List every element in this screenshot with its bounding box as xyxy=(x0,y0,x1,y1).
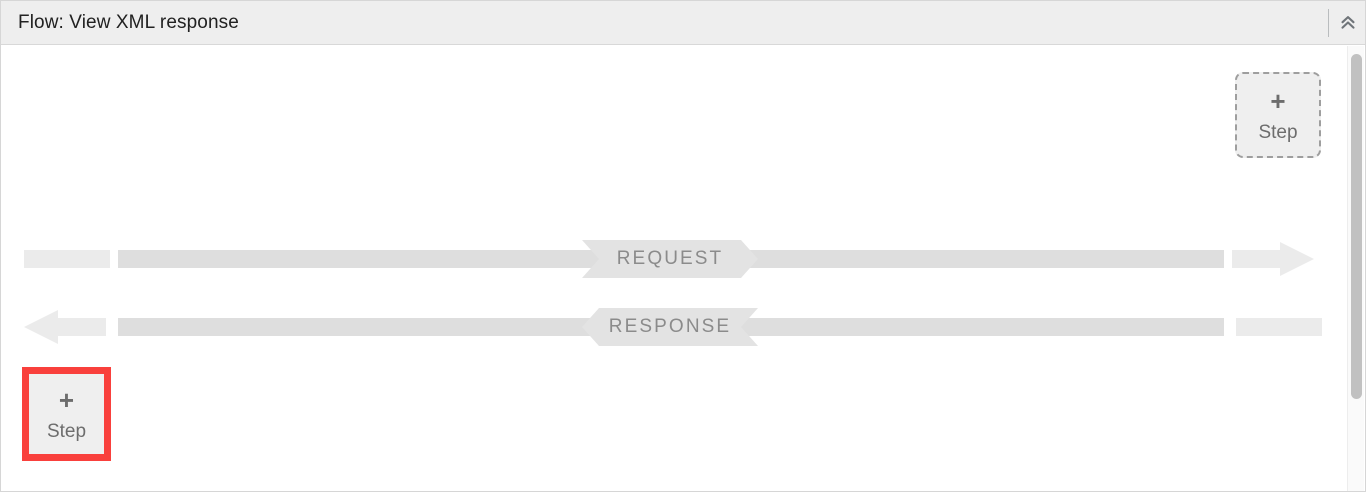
flow-canvas: + Step REQUEST xyxy=(2,45,1332,491)
add-step-surface: + Step xyxy=(29,374,104,454)
add-step-button-top-right[interactable]: + Step xyxy=(1235,72,1321,158)
double-chevron-up-icon xyxy=(1338,13,1358,33)
add-step-button-bottom-left[interactable]: + Step xyxy=(22,367,111,461)
add-step-surface: + Step xyxy=(1235,72,1321,158)
collapse-panel-button[interactable] xyxy=(1329,1,1365,44)
add-step-label: Step xyxy=(46,421,87,442)
flow-header: Flow: View XML response xyxy=(1,1,1365,45)
plus-icon: + xyxy=(58,385,75,415)
request-lane-label: REQUEST xyxy=(616,248,724,269)
request-lane: REQUEST xyxy=(2,240,1332,278)
page-title: Flow: View XML response xyxy=(18,11,239,33)
response-lane-banner: RESPONSE xyxy=(582,308,758,346)
arrow-right-icon xyxy=(1232,242,1314,276)
request-lane-stub xyxy=(24,250,110,268)
arrow-left-icon xyxy=(24,310,106,344)
plus-icon: + xyxy=(1270,86,1286,116)
header-divider xyxy=(1328,8,1329,37)
response-lane-stub xyxy=(1236,318,1322,336)
vertical-scrollbar-track[interactable] xyxy=(1347,46,1364,491)
add-step-label: Step xyxy=(1258,122,1298,143)
vertical-scrollbar-thumb[interactable] xyxy=(1351,54,1362,399)
request-lane-banner: REQUEST xyxy=(582,240,758,278)
response-lane-label: RESPONSE xyxy=(608,316,732,337)
response-lane: RESPONSE xyxy=(2,308,1332,346)
